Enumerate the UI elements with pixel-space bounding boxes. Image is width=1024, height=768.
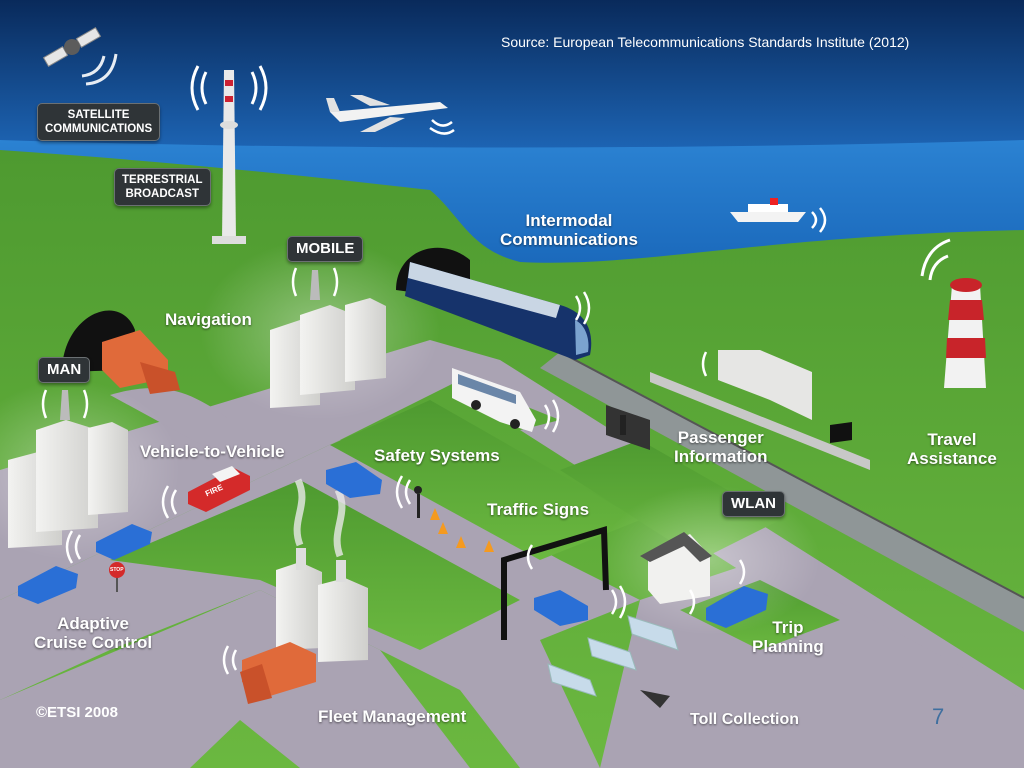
traffic-gantry (501, 526, 609, 640)
bus-icon (452, 368, 536, 432)
car-blue-2 (18, 566, 78, 604)
factory-buildings (276, 548, 368, 662)
lighthouse-icon (944, 278, 986, 388)
wlan-badge: WLAN (722, 491, 785, 517)
man-buildings (8, 420, 128, 548)
car-blue-5 (706, 586, 768, 628)
man-badge: MAN (38, 357, 91, 383)
car-blue-3 (326, 462, 382, 498)
vehicle-to-vehicle-label: Vehicle-to-Vehicle (140, 442, 285, 461)
source-caption: Source: European Telecommunications Stan… (501, 34, 910, 50)
mobile-badge: MOBILE (287, 236, 364, 262)
adaptive-cruise-control-label: Adaptive Cruise Control (34, 614, 153, 652)
fleet-management-label: Fleet Management (318, 707, 467, 726)
traffic-signs-label: Traffic Signs (487, 500, 590, 519)
mobile-buildings (270, 298, 386, 408)
satellite-label: SATELLITE COMMUNICATIONS (45, 109, 153, 135)
toll-collection-label: Toll Collection (690, 711, 800, 728)
station-building (606, 350, 870, 470)
terrestrial-label: TERRESTRIAL BROADCAST (122, 174, 203, 200)
stop-sign-icon (109, 562, 125, 592)
satellite-communications-badge: SATELLITE COMMUNICATIONS (37, 103, 161, 141)
fire-truck-icon (188, 466, 250, 512)
airplane-icon (326, 95, 448, 132)
train-icon (405, 262, 592, 360)
passenger-information-label: Passenger Information (674, 428, 768, 466)
travel-assistance-label: Travel Assistance (907, 430, 997, 468)
page-number: 7 (932, 704, 945, 729)
satellite-icon (42, 26, 102, 68)
terrestrial-broadcast-badge: TERRESTRIAL BROADCAST (114, 168, 211, 206)
navigation-label: Navigation (165, 310, 252, 329)
toll-booths (547, 615, 679, 697)
toll-sign (640, 690, 670, 708)
car-blue-4 (534, 590, 588, 626)
car-blue-1 (96, 524, 152, 560)
safety-systems-label: Safety Systems (374, 446, 500, 465)
house-icon (640, 532, 712, 604)
ship-icon (730, 198, 806, 222)
intermodal-communications-label: Intermodal Communications (500, 211, 638, 249)
copyright-notice: ©ETSI 2008 (36, 704, 118, 721)
stop-sign-text: STOP (110, 567, 124, 573)
truck-icon-top (102, 330, 180, 394)
trip-planning-label: Trip Planning (752, 618, 824, 656)
truck-icon-bottom (240, 642, 316, 704)
broadcast-tower-icon (212, 70, 246, 244)
traffic-cones (430, 508, 494, 552)
